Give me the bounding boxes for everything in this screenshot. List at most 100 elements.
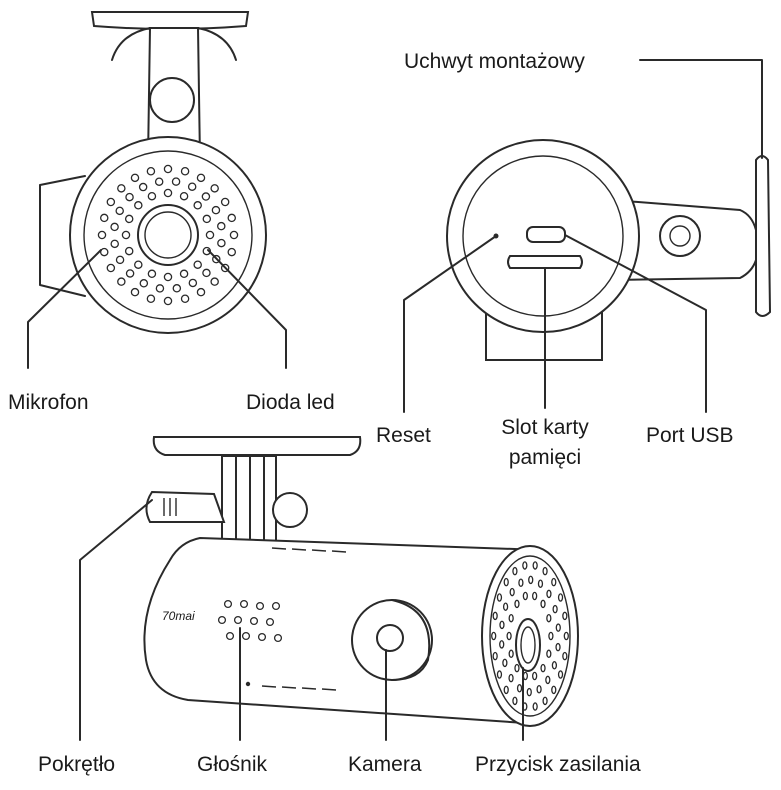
- label-mount: Uchwyt montażowy: [404, 50, 585, 73]
- label-power-button: Przycisk zasilania: [475, 753, 641, 776]
- grille-hole: [551, 661, 558, 670]
- label-led: Dioda led: [246, 391, 335, 414]
- grille-hole: [532, 561, 538, 570]
- grille-hole: [106, 197, 116, 207]
- label-card-slot-line1: Slot karty: [501, 416, 589, 439]
- grille-hole: [125, 192, 134, 202]
- brand-logo: 70mai: [162, 609, 195, 623]
- grille-hole: [518, 578, 524, 588]
- grille-hole: [172, 284, 182, 293]
- grille-hole: [516, 684, 523, 693]
- card-slot: [507, 255, 583, 269]
- grille-hole: [99, 247, 109, 257]
- grille-hole: [508, 613, 514, 623]
- grille-hole: [229, 230, 239, 240]
- grille-hole: [491, 631, 497, 641]
- grille-hole: [557, 670, 564, 679]
- speaker-hole: [255, 601, 265, 611]
- grille-hole: [492, 651, 498, 661]
- grille-hole: [528, 575, 534, 585]
- leader-microphone: [27, 249, 102, 369]
- grille-hole: [147, 191, 157, 201]
- grille-hole: [503, 577, 509, 587]
- grille-hole: [227, 247, 237, 257]
- grille-hole: [499, 620, 505, 630]
- grille-hole: [217, 221, 226, 231]
- grille-hole: [163, 188, 173, 198]
- grille-hole: [124, 214, 134, 224]
- label-microphone: Mikrofon: [8, 391, 89, 414]
- speaker-hole: [249, 616, 259, 626]
- speaker-hole: [217, 615, 227, 625]
- label-knob: Pokrętło: [38, 753, 115, 776]
- leader-mount: [639, 59, 763, 159]
- grille-hole: [548, 631, 554, 641]
- usb-port-slot: [526, 226, 566, 243]
- speaker-hole: [241, 631, 251, 641]
- grille-hole: [522, 591, 528, 601]
- grille-hole: [555, 642, 561, 652]
- grille-hole: [551, 577, 557, 587]
- back-view: [446, 139, 772, 361]
- grille-hole: [540, 599, 546, 609]
- grille-hole: [508, 673, 514, 683]
- grille-hole: [188, 278, 198, 288]
- grille-hole: [202, 268, 211, 278]
- grille-hole: [492, 611, 498, 621]
- grille-hole: [97, 230, 107, 240]
- front-view: [39, 11, 267, 334]
- speaker-hole: [271, 601, 281, 611]
- speaker-grille: [217, 599, 283, 643]
- grille-hole: [508, 649, 514, 659]
- speaker-hole: [257, 632, 267, 642]
- grille-hole: [187, 182, 197, 191]
- grille-hole: [532, 591, 538, 601]
- grille-hole: [147, 269, 157, 279]
- grille-hole: [526, 687, 532, 697]
- label-card-slot-line2: pamięci: [509, 446, 581, 469]
- grille-hole: [496, 670, 503, 679]
- grille-hole: [509, 587, 515, 597]
- grille-hole: [154, 177, 164, 186]
- grille-hole: [502, 602, 509, 611]
- grille-hole: [542, 696, 548, 706]
- power-button: [515, 618, 541, 672]
- grille-hole: [134, 260, 143, 269]
- grille-hole: [201, 192, 211, 201]
- grille-hole: [540, 663, 546, 673]
- grille-hole: [502, 658, 508, 668]
- leader-knob: [79, 499, 153, 741]
- grille-hole: [546, 613, 552, 623]
- grille-hole: [146, 294, 156, 304]
- grille-hole: [551, 685, 557, 695]
- leader-reset: [403, 235, 497, 413]
- speaker-hole: [225, 631, 235, 641]
- grille-hole: [130, 287, 140, 297]
- grille-hole: [139, 279, 149, 288]
- speaker-hole: [273, 633, 283, 643]
- grille-hole: [196, 287, 206, 297]
- grille-hole: [557, 593, 564, 602]
- grille-hole: [124, 246, 134, 256]
- grille-hole: [115, 206, 124, 216]
- grille-hole: [514, 599, 520, 609]
- speaker-hole: [239, 599, 249, 609]
- grille-hole: [163, 164, 173, 174]
- grille-hole: [193, 201, 202, 210]
- grille-hole: [227, 213, 237, 223]
- speaker-hole: [265, 617, 275, 627]
- front-led-ring: [137, 204, 199, 266]
- grille-hole: [210, 277, 219, 286]
- grille-hole: [163, 296, 173, 306]
- grille-hole: [563, 631, 569, 641]
- grille-hole: [125, 269, 135, 278]
- grille-hole: [210, 184, 219, 193]
- side-view: 70mai: [143, 436, 579, 727]
- grille-hole: [512, 566, 518, 576]
- leader-led: [207, 249, 287, 369]
- grille-hole: [546, 649, 552, 659]
- grille-hole: [562, 611, 568, 621]
- grille-hole: [117, 277, 126, 286]
- grille-hole: [542, 566, 548, 576]
